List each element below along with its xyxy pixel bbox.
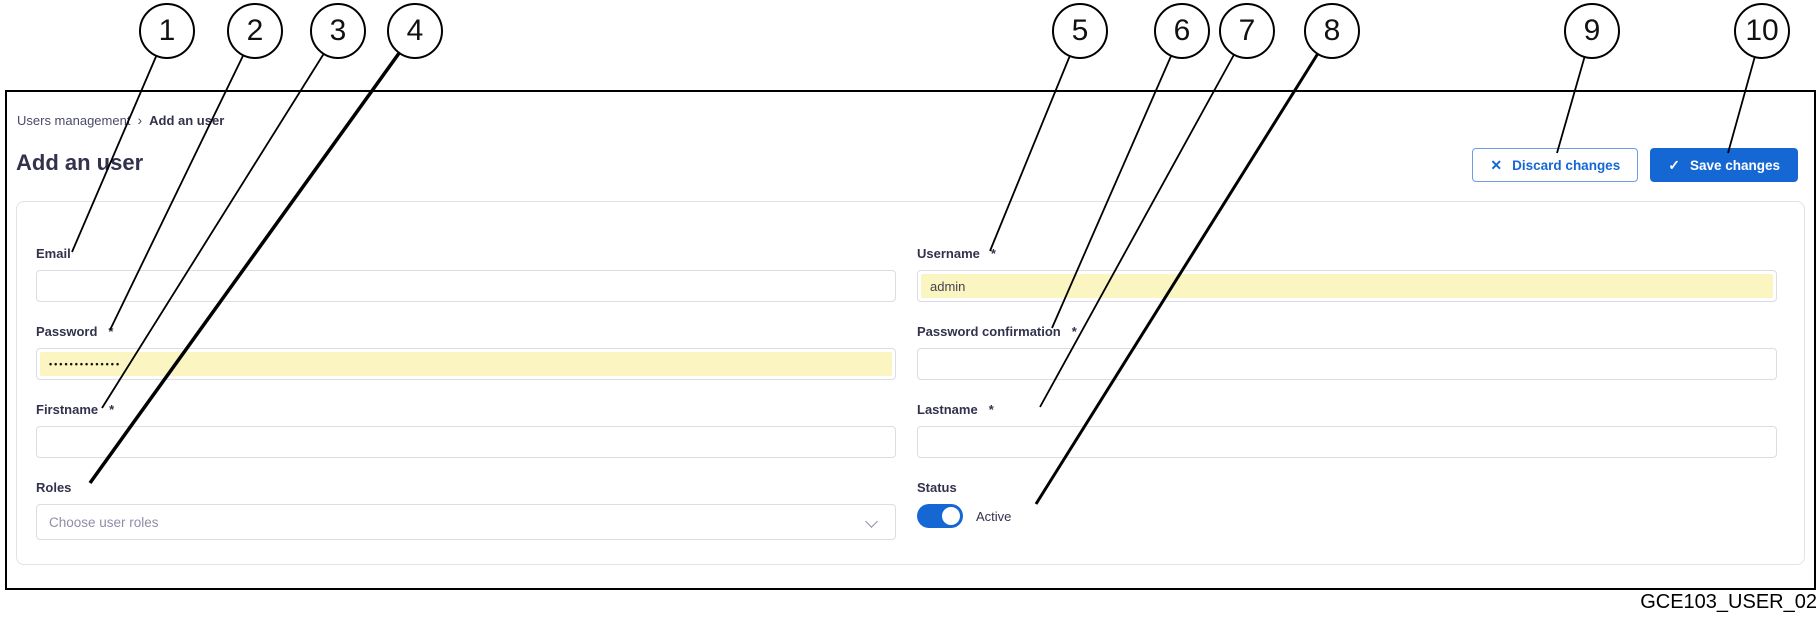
password-confirmation-input[interactable] bbox=[918, 349, 1776, 379]
save-changes-button[interactable]: ✓ Save changes bbox=[1650, 148, 1798, 182]
breadcrumb-separator-icon: › bbox=[137, 112, 143, 128]
lastname-field-group: Lastname * bbox=[917, 402, 1777, 458]
lastname-input-box bbox=[917, 426, 1777, 458]
roles-label-text: Roles bbox=[36, 480, 72, 495]
password-confirmation-label-text: Password confirmation bbox=[917, 324, 1061, 339]
callout-circle-8: 8 bbox=[1304, 3, 1360, 59]
email-input-box bbox=[36, 270, 896, 302]
password-confirmation-field-group: Password confirmation * bbox=[917, 324, 1777, 380]
status-field-group: Status Active bbox=[917, 480, 1777, 540]
password-confirmation-required-marker: * bbox=[1071, 324, 1077, 339]
callout-circle-2: 2 bbox=[227, 3, 283, 59]
email-field-group: Email bbox=[36, 246, 896, 302]
password-input-box[interactable]: •••••••••••••• bbox=[36, 348, 896, 380]
password-masked-value: •••••••••••••• bbox=[49, 359, 122, 369]
password-label: Password * bbox=[36, 324, 896, 339]
callout-circle-10: 10 bbox=[1734, 3, 1790, 59]
firstname-required-marker: * bbox=[109, 402, 115, 417]
email-label-text: Email bbox=[36, 246, 71, 261]
lastname-required-marker: * bbox=[988, 402, 994, 417]
firstname-input-box bbox=[36, 426, 896, 458]
form-card: Email Username * admin bbox=[16, 201, 1805, 565]
discard-changes-label: Discard changes bbox=[1512, 157, 1621, 173]
callout-circle-4: 4 bbox=[387, 3, 443, 59]
lastname-label-text: Lastname bbox=[917, 402, 978, 417]
app-frame: Users management › Add an user Add an us… bbox=[5, 90, 1816, 590]
discard-changes-button[interactable]: ✕ Discard changes bbox=[1472, 148, 1639, 182]
callout-circle-1: 1 bbox=[139, 3, 195, 59]
email-label: Email bbox=[36, 246, 896, 261]
username-label: Username * bbox=[917, 246, 1777, 261]
breadcrumb-parent[interactable]: Users management bbox=[17, 112, 131, 128]
status-row: Active bbox=[917, 504, 1777, 528]
username-required-marker: * bbox=[990, 246, 996, 261]
toolbar: ✕ Discard changes ✓ Save changes bbox=[1472, 148, 1798, 182]
callout-circle-6: 6 bbox=[1154, 3, 1210, 59]
status-value: Active bbox=[976, 508, 1012, 524]
username-input-box[interactable]: admin bbox=[917, 270, 1777, 302]
lastname-input[interactable] bbox=[918, 427, 1776, 457]
password-field-group: Password * •••••••••••••• bbox=[36, 324, 896, 380]
firstname-field-group: Firstname * bbox=[36, 402, 896, 458]
username-autofill-highlight: admin bbox=[921, 274, 1773, 298]
roles-placeholder: Choose user roles bbox=[49, 514, 159, 530]
callout-circle-5: 5 bbox=[1052, 3, 1108, 59]
status-label: Status bbox=[917, 480, 1777, 495]
username-label-text: Username bbox=[917, 246, 980, 261]
password-confirmation-label: Password confirmation * bbox=[917, 324, 1777, 339]
firstname-label: Firstname * bbox=[36, 402, 896, 417]
username-value: admin bbox=[930, 278, 966, 294]
password-required-marker: * bbox=[108, 324, 114, 339]
email-input[interactable] bbox=[37, 271, 895, 301]
callout-circle-7: 7 bbox=[1219, 3, 1275, 59]
roles-label: Roles bbox=[36, 480, 896, 495]
callout-circle-9: 9 bbox=[1564, 3, 1620, 59]
chevron-down-icon bbox=[865, 515, 878, 528]
firstname-label-text: Firstname bbox=[36, 402, 99, 417]
password-confirmation-input-box bbox=[917, 348, 1777, 380]
close-icon: ✕ bbox=[1490, 157, 1503, 173]
status-toggle[interactable] bbox=[917, 504, 963, 528]
page-title: Add an user bbox=[16, 150, 144, 175]
figure-caption: GCE103_USER_02 bbox=[1640, 591, 1817, 613]
breadcrumb: Users management › Add an user bbox=[17, 112, 224, 128]
status-toggle-knob bbox=[942, 507, 960, 525]
lastname-label: Lastname * bbox=[917, 402, 1777, 417]
password-label-text: Password bbox=[36, 324, 98, 339]
callout-circle-3: 3 bbox=[310, 3, 366, 59]
firstname-input[interactable] bbox=[37, 427, 895, 457]
form-grid: Email Username * admin bbox=[36, 246, 1777, 562]
save-changes-label: Save changes bbox=[1689, 157, 1780, 173]
password-autofill-highlight: •••••••••••••• bbox=[40, 352, 892, 376]
status-label-text: Status bbox=[917, 480, 957, 495]
roles-field-group: Roles Choose user roles bbox=[36, 480, 896, 540]
username-field-group: Username * admin bbox=[917, 246, 1777, 302]
roles-select[interactable]: Choose user roles bbox=[36, 504, 896, 540]
breadcrumb-current: Add an user bbox=[149, 112, 225, 128]
check-icon: ✓ bbox=[1668, 157, 1680, 173]
